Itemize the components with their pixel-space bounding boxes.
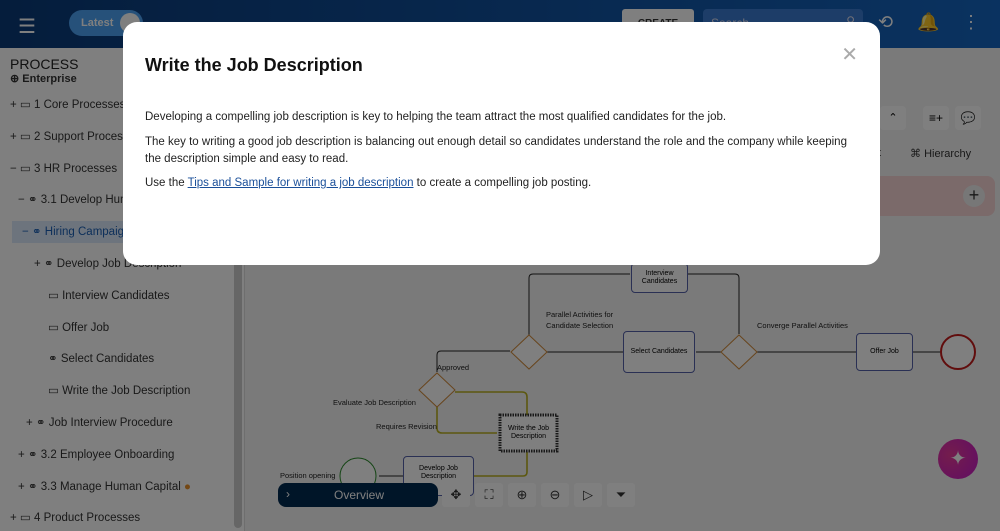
- task-info-modal: Write the Job Description ✕ Developing a…: [123, 22, 880, 265]
- modal-paragraph-1: Developing a compelling job description …: [145, 111, 727, 123]
- close-icon[interactable]: ✕: [841, 44, 858, 66]
- p3-suffix: to create a compelling job posting.: [413, 177, 592, 189]
- modal-paragraph-2: The key to writing a good job descriptio…: [145, 136, 847, 165]
- p3-prefix: Use the: [145, 177, 188, 189]
- modal-title: Write the Job Description: [145, 55, 363, 75]
- tips-link[interactable]: Tips and Sample for writing a job descri…: [187, 177, 414, 189]
- modal-paragraph-3: Use the Tips and Sample for writing a jo…: [145, 175, 860, 192]
